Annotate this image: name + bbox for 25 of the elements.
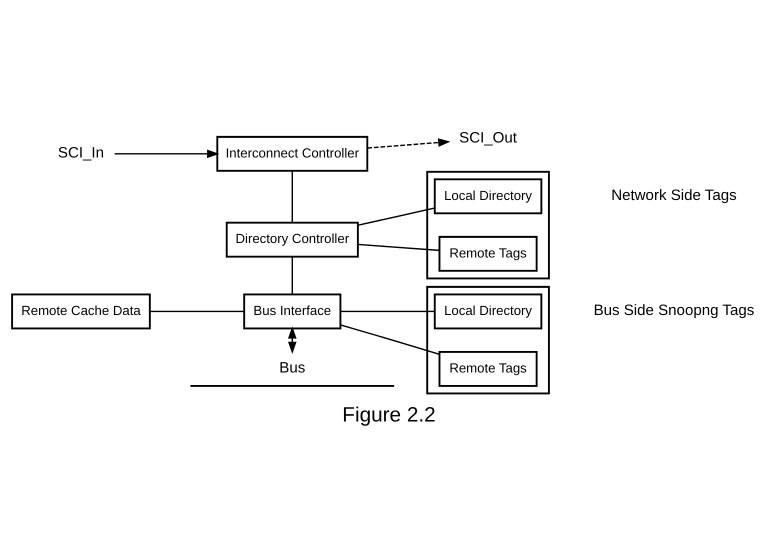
connector [340,310,435,312]
node-box: Local Directory [434,178,542,214]
connector [358,207,435,226]
node-box: Remote Tags [438,236,538,272]
cluster [426,170,550,280]
caption: Figure 2.2 [342,403,436,426]
node-box: Local Directory [434,293,542,330]
node-text: SCI_Out [459,129,517,146]
arrow [114,150,220,158]
connector [292,171,293,223]
node-text: SCI_In [58,144,104,162]
arrow [367,138,450,149]
node-box: Directory Controller [226,222,359,258]
node-box: Remote Cache Data [11,293,151,330]
node-label: Network Side Tags [611,186,737,204]
node-label: Bus Side Snoopng Tags [594,302,754,319]
cluster [426,286,550,394]
node-box: Remote Tags [438,351,538,387]
connector [340,324,440,355]
node-text: Bus [279,360,306,377]
node-box: Bus Interface [243,293,342,330]
node-box: Interconnect Controller [216,136,368,172]
connector [150,310,244,312]
connector [292,256,293,294]
arrow [288,326,297,354]
